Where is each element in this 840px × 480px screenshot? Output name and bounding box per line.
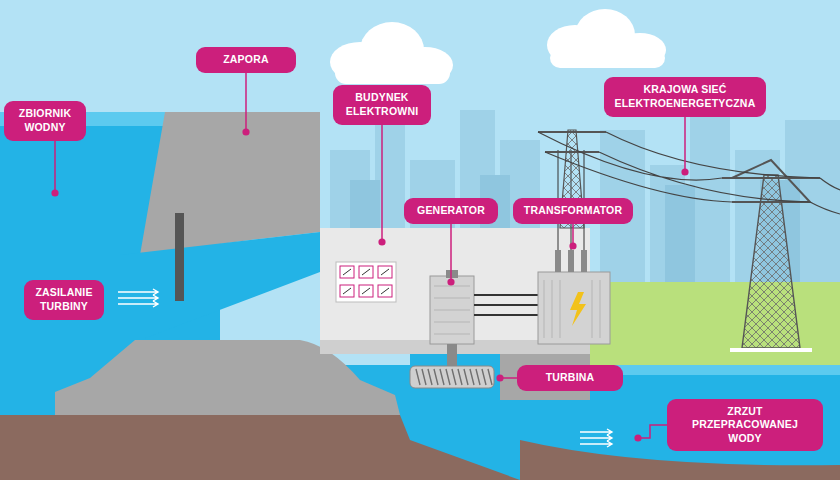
callout-label: TRANSFORMATOR — [521, 204, 625, 218]
transformer — [538, 250, 610, 344]
cloud — [330, 9, 666, 84]
callout-box: GENERATOR — [404, 198, 498, 224]
dam — [140, 112, 320, 255]
callout-label: ZRZUT PRZEPRACOWANEJ WODY — [675, 405, 815, 446]
grass — [590, 282, 840, 372]
ground — [0, 415, 520, 480]
callout-label: GENERATOR — [412, 204, 490, 218]
callout-box: KRAJOWA SIEĆ ELEKTROENERGETYCZNA — [604, 77, 766, 116]
busbar — [474, 295, 538, 315]
pylon — [722, 160, 820, 352]
callout-label: ZBIORNIK WODNY — [12, 107, 78, 134]
turbine — [410, 366, 494, 388]
tailwater-surface — [590, 365, 840, 375]
callout-box: ZRZUT PRZEPRACOWANEJ WODY — [667, 399, 823, 452]
callout-box: TURBINA — [517, 365, 623, 391]
callout-label: BUDYNEK ELEKTROWNI — [341, 91, 423, 118]
generator — [430, 270, 474, 366]
callout-box: ZAPORA — [196, 47, 296, 73]
callout-box: ZBIORNIK WODNY — [4, 101, 86, 140]
leader-line — [45, 60, 745, 438]
control-panel — [336, 262, 396, 302]
callout-box: ZASILANIE TURBINY — [24, 280, 104, 319]
callout-label: ZAPORA — [204, 53, 288, 67]
callout-label: TURBINA — [525, 371, 615, 385]
callout-label: KRAJOWA SIEĆ ELEKTROENERGETYCZNA — [612, 83, 758, 110]
shaft — [447, 344, 457, 366]
callout-label: ZASILANIE TURBINY — [32, 286, 96, 313]
callout-box: BUDYNEK ELEKTROWNI — [333, 85, 431, 124]
callout-box: TRANSFORMATOR — [513, 198, 633, 224]
intake-gate — [175, 213, 184, 301]
